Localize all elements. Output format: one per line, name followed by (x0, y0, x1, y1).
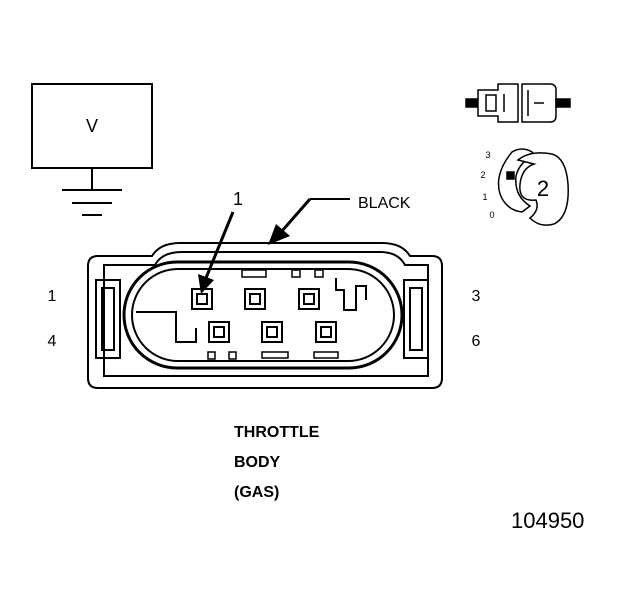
pin-label-6: 6 (472, 333, 481, 350)
terminal-6 (315, 321, 337, 343)
connector-halves-icon (465, 83, 571, 123)
terminal-4 (208, 321, 230, 343)
terminal-5 (261, 321, 283, 343)
terminal-3 (298, 288, 320, 310)
black-wire-label: BLACK (358, 195, 411, 212)
component-name-line2: BODY (234, 454, 281, 471)
callout-2-label: 2 (537, 176, 549, 201)
pin-label-1: 1 (48, 288, 57, 305)
pin-label-3: 3 (472, 288, 481, 305)
callout-1-label: 1 (233, 189, 243, 209)
lock-clip-icon (497, 148, 569, 226)
connector-housing (87, 242, 443, 389)
terminal-1 (191, 288, 213, 310)
terminal-2 (244, 288, 266, 310)
voltmeter: V (31, 83, 153, 190)
voltmeter-label: V (86, 116, 98, 136)
figure-number: 104950 (511, 508, 584, 533)
component-name-line1: THROTTLE (234, 424, 320, 441)
lock-position-1: 1 (482, 192, 487, 202)
lock-position-2: 2 (480, 170, 485, 180)
terminal-cavities (191, 288, 337, 343)
housing-tabs (207, 269, 339, 360)
black-wire-arrow (268, 198, 350, 245)
ground-icon (62, 189, 122, 216)
lock-position-0: 0 (489, 210, 494, 220)
pin-label-4: 4 (48, 333, 57, 350)
component-name-line3: (GAS) (234, 484, 279, 501)
lock-position-3: 3 (485, 150, 490, 160)
